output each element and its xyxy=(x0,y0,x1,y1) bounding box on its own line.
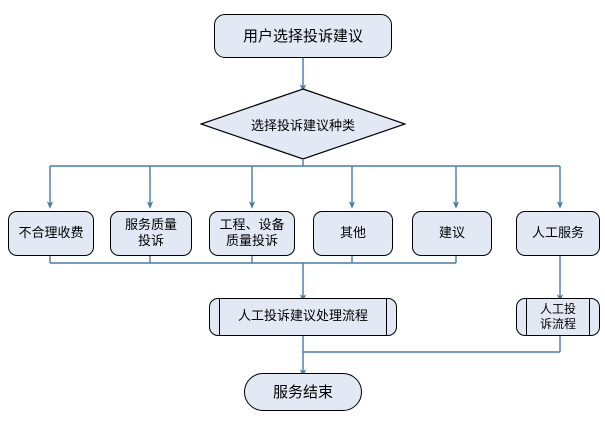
node-process-manual-complaint-flow-label: 人工投 诉流程 xyxy=(539,302,576,331)
node-end[interactable]: 服务结束 xyxy=(244,373,362,411)
node-decision[interactable]: 选择投诉建议种类 xyxy=(200,88,406,160)
predefined-process-left-bar xyxy=(526,298,527,336)
node-process-manual-complaint-handling-label: 人工投诉建议处理流程 xyxy=(237,309,368,325)
predefined-process-right-bar xyxy=(386,298,387,336)
node-decision-label: 选择投诉建议种类 xyxy=(250,118,355,134)
node-process-manual-complaint-flow[interactable]: 人工投 诉流程 xyxy=(516,298,600,336)
node-option-engineering-equipment[interactable]: 工程、设备 质量投诉 xyxy=(209,211,295,256)
node-option-manual-service[interactable]: 人工服务 xyxy=(516,211,600,256)
node-option-suggestion[interactable]: 建议 xyxy=(412,211,492,256)
node-option-unreasonable-charge[interactable]: 不合理收费 xyxy=(8,211,94,256)
node-process-manual-complaint-handling[interactable]: 人工投诉建议处理流程 xyxy=(209,298,397,336)
predefined-process-left-bar xyxy=(219,298,220,336)
diamond-shape xyxy=(200,88,406,160)
node-option-other[interactable]: 其他 xyxy=(313,211,393,256)
node-option-service-quality[interactable]: 服务质量 投诉 xyxy=(110,211,192,256)
node-start[interactable]: 用户选择投诉建议 xyxy=(214,14,392,58)
predefined-process-right-bar xyxy=(589,298,590,336)
